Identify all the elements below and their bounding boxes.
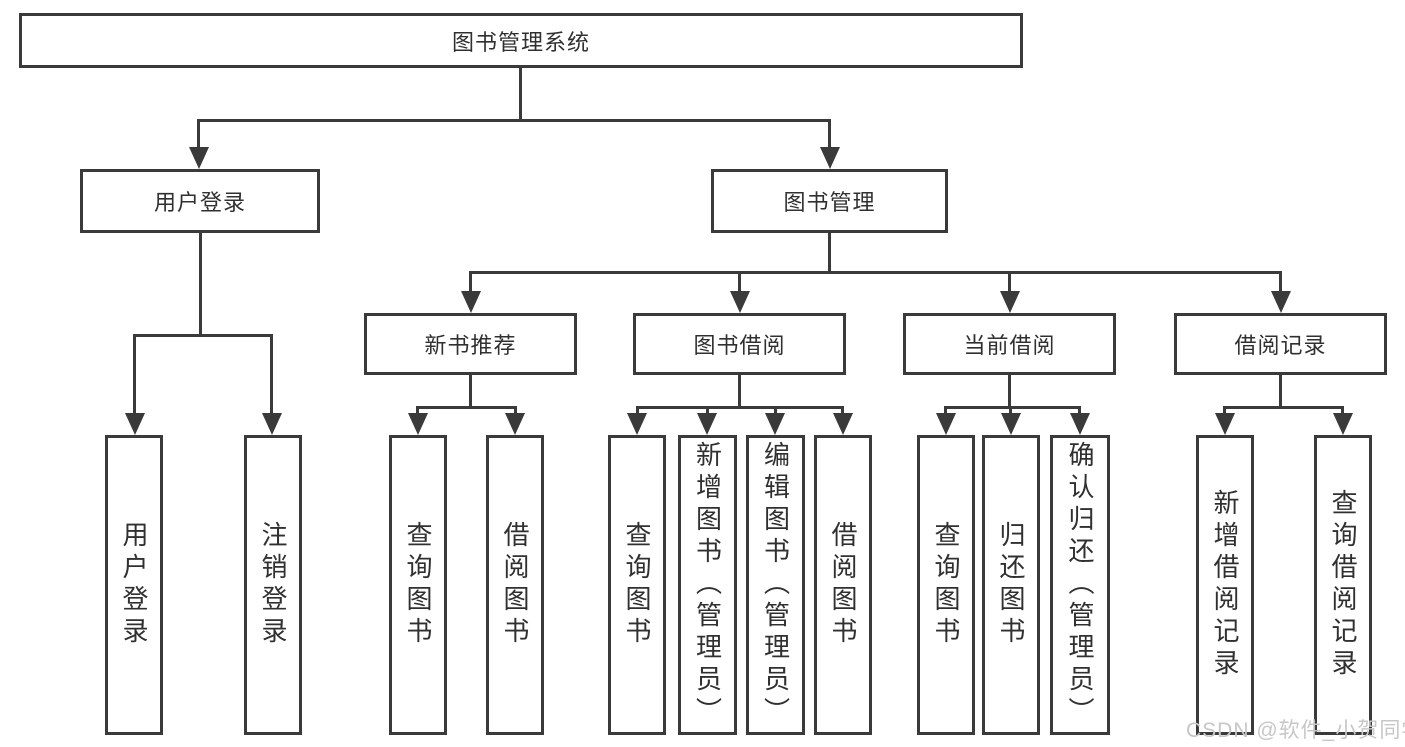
connector-drop-bb3 — [774, 406, 777, 416]
connector-bus-borrow-records — [1223, 406, 1344, 409]
connector-drop-cb1 — [944, 406, 947, 416]
connector-drop-br1 — [1223, 406, 1226, 416]
leaf-borrow-books-label: 借阅图书 — [828, 521, 858, 649]
csdn-watermark: CSDN @软件_小贺同学 — [1186, 719, 1405, 742]
arrowhead-leaf-logout — [262, 413, 282, 435]
node-borrow-records-label: 借阅记录 — [1234, 333, 1327, 358]
leaf-edit-books-admin: 编辑图书（管理员） — [746, 435, 805, 735]
connector-bus-level2 — [197, 119, 831, 122]
arrowhead-bb1 — [627, 413, 647, 435]
leaf-query-borrow-record: 查询借阅记录 — [1314, 435, 1372, 735]
node-new-book-recommend-label: 新书推荐 — [424, 333, 517, 358]
connector-drop-book-borrow — [738, 271, 741, 295]
node-current-borrow: 当前借阅 — [903, 313, 1116, 375]
connector-drop-bb2 — [706, 406, 709, 416]
arrowhead-borrow-records — [1271, 291, 1291, 313]
connector-new-book-trunk — [469, 375, 472, 408]
leaf-borrow-books-recommend-label: 借阅图书 — [500, 521, 530, 649]
arrowhead-bb2 — [697, 413, 717, 435]
connector-drop-bb4 — [841, 406, 844, 416]
node-user-login-label: 用户登录 — [153, 190, 246, 215]
connector-bus-level3 — [469, 271, 1282, 274]
arrowhead-cb2 — [1001, 413, 1021, 435]
connector-drop-current-borrow — [1008, 271, 1011, 295]
leaf-borrow-books: 借阅图书 — [814, 435, 872, 735]
leaf-query-books-current: 查询图书 — [917, 435, 975, 735]
connector-root-trunk — [519, 68, 522, 121]
leaf-query-books-borrow-label: 查询图书 — [622, 521, 652, 649]
leaf-add-books-admin: 新增图书（管理员） — [678, 435, 737, 735]
node-new-book-recommend: 新书推荐 — [364, 313, 577, 375]
connector-drop-leaf-login — [133, 334, 136, 416]
connector-book-management-trunk — [828, 233, 831, 273]
leaf-query-books-borrow: 查询图书 — [608, 435, 666, 735]
connector-drop-bb1 — [636, 406, 639, 416]
node-borrow-records: 借阅记录 — [1174, 313, 1387, 375]
node-book-management: 图书管理 — [711, 169, 948, 233]
node-current-borrow-label: 当前借阅 — [963, 333, 1056, 358]
leaf-user-login-label: 用户登录 — [119, 521, 149, 649]
connector-drop-br2 — [1341, 406, 1344, 416]
arrowhead-cb3 — [1070, 413, 1090, 435]
leaf-add-borrow-record-label: 新增借阅记录 — [1210, 489, 1240, 681]
leaf-return-books-label: 归还图书 — [996, 521, 1026, 649]
leaf-user-login: 用户登录 — [105, 435, 163, 735]
arrowhead-current-borrow — [1000, 291, 1020, 313]
leaf-query-books-recommend-label: 查询图书 — [403, 521, 433, 649]
arrowhead-nb2 — [505, 413, 525, 435]
connector-book-borrow-trunk — [738, 375, 741, 408]
leaf-logout-label: 注销登录 — [258, 521, 288, 649]
connector-drop-nb1 — [416, 406, 419, 416]
arrowhead-new-book — [461, 291, 481, 313]
leaf-logout: 注销登录 — [244, 435, 302, 735]
arrowhead-book-management — [820, 147, 840, 169]
connector-drop-borrow-records — [1279, 271, 1282, 295]
arrowhead-br2 — [1333, 413, 1353, 435]
connector-drop-book-management — [828, 119, 831, 151]
arrowhead-cb1 — [936, 413, 956, 435]
connector-drop-new-book — [469, 271, 472, 295]
node-book-borrow: 图书借阅 — [633, 313, 846, 375]
leaf-borrow-books-recommend: 借阅图书 — [486, 435, 544, 735]
leaf-edit-books-admin-label: 编辑图书（管理员） — [760, 441, 791, 729]
connector-drop-leaf-logout — [270, 334, 273, 416]
leaf-query-borrow-record-label: 查询借阅记录 — [1328, 489, 1358, 681]
arrowhead-bb4 — [833, 413, 853, 435]
connector-drop-cb2 — [1009, 406, 1012, 416]
leaf-confirm-return-admin: 确认归还（管理员） — [1050, 435, 1110, 735]
arrowhead-book-borrow — [730, 291, 750, 313]
node-user-login: 用户登录 — [80, 169, 320, 233]
connector-bus-book-borrow — [636, 406, 844, 409]
connector-drop-user-login — [197, 119, 200, 151]
node-book-management-label: 图书管理 — [783, 190, 876, 215]
arrowhead-user-login — [189, 147, 209, 169]
leaf-add-books-admin-label: 新增图书（管理员） — [692, 441, 723, 729]
node-root-system: 图书管理系统 — [19, 13, 1023, 68]
arrowhead-leaf-login — [125, 413, 145, 435]
connector-bus-new-book — [416, 406, 517, 409]
leaf-query-books-current-label: 查询图书 — [931, 521, 961, 649]
leaf-return-books: 归还图书 — [982, 435, 1040, 735]
arrowhead-bb3 — [765, 413, 785, 435]
leaf-confirm-return-admin-label: 确认归还（管理员） — [1065, 441, 1095, 729]
arrowhead-br1 — [1215, 413, 1235, 435]
connector-current-borrow-trunk — [1008, 375, 1011, 408]
connector-user-login-trunk — [199, 233, 202, 336]
connector-bus-user-login — [133, 334, 273, 337]
node-root-label: 图书管理系统 — [451, 29, 590, 55]
node-book-borrow-label: 图书借阅 — [693, 333, 786, 358]
arrowhead-nb1 — [408, 413, 428, 435]
leaf-query-books-recommend: 查询图书 — [389, 435, 447, 735]
connector-drop-nb2 — [514, 406, 517, 416]
connector-borrow-records-trunk — [1279, 375, 1282, 408]
connector-drop-cb3 — [1078, 406, 1081, 416]
leaf-add-borrow-record: 新增借阅记录 — [1196, 435, 1254, 735]
connector-bus-current-borrow — [944, 406, 1081, 409]
